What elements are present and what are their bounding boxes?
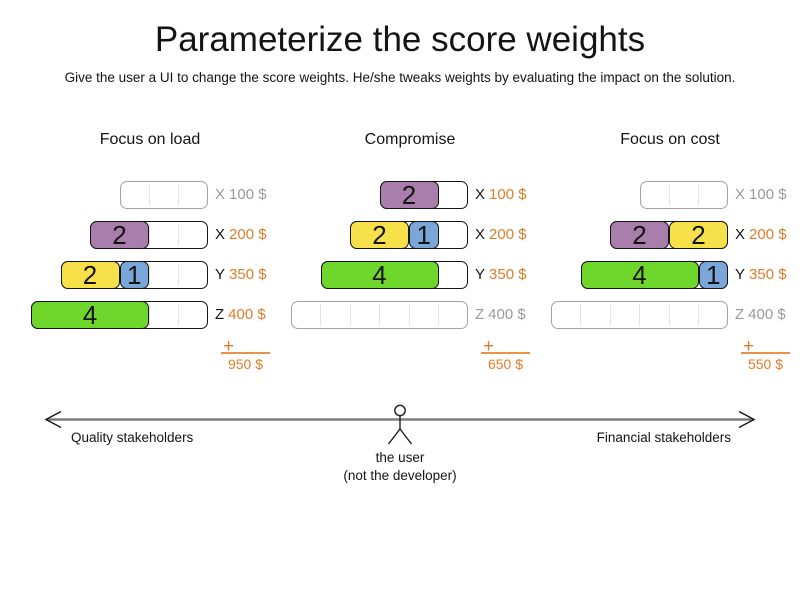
- row-label-letter: X: [475, 186, 486, 203]
- unit-gridline: [408, 304, 410, 326]
- row-label-letter: X: [475, 226, 486, 243]
- row-label-letter: Y: [475, 266, 486, 283]
- weight-segment: 2: [669, 221, 728, 249]
- unit-gridline: [320, 304, 321, 326]
- unit-gridline: [349, 304, 351, 326]
- unit-gridline: [148, 184, 150, 206]
- row-label-price: 350 $: [749, 266, 787, 283]
- column-title: Compromise: [364, 131, 456, 148]
- row-label-price: 200 $: [489, 226, 527, 243]
- unit-gridline: [178, 184, 179, 206]
- unit-gridline: [698, 304, 699, 326]
- sum-line: [221, 352, 270, 354]
- sum-line: [741, 352, 790, 354]
- row-label-letter: X: [215, 186, 226, 203]
- user-actor-icon: [387, 404, 413, 445]
- unit-gridline: [148, 264, 150, 286]
- unit-gridline: [668, 304, 670, 326]
- weight-segment: 4: [31, 301, 149, 329]
- weight-segment: 2: [60, 261, 120, 289]
- unit-gridline: [668, 184, 670, 206]
- unit-gridline: [148, 224, 150, 246]
- row-label-letter: Z: [735, 306, 745, 323]
- quality-stakeholders-label: Quality stakeholders: [71, 430, 194, 445]
- sum-total: 650 $: [487, 356, 524, 372]
- row-label-price: 200 $: [749, 226, 787, 243]
- sum-total: 950 $: [227, 356, 264, 372]
- sum-total: 550 $: [747, 356, 784, 372]
- row-label-letter: Y: [215, 266, 226, 283]
- weight-bar: [551, 301, 728, 329]
- unit-gridline: [438, 184, 439, 206]
- row-label-letter: Y: [735, 266, 746, 283]
- stakeholder-axis: [44, 404, 756, 445]
- unit-gridline: [698, 184, 699, 206]
- plus-sign: +: [483, 336, 495, 357]
- user-label-line1: the user: [375, 450, 425, 465]
- weight-bar: [119, 181, 208, 209]
- weight-segment: 1: [119, 261, 149, 289]
- weight-segment: 2: [90, 221, 149, 249]
- subtitle: Give the user a UI to change the score w…: [64, 70, 736, 85]
- weight-bar: [291, 301, 468, 329]
- weight-segment: 2: [379, 181, 439, 209]
- row-label-letter: X: [735, 226, 746, 243]
- column-title: Focus on load: [99, 131, 201, 148]
- unit-gridline: [580, 304, 581, 326]
- row-label-price: 350 $: [229, 266, 267, 283]
- user-label-line2: (not the developer): [343, 468, 457, 483]
- unit-gridline: [178, 304, 179, 326]
- unit-gridline: [438, 304, 439, 326]
- row-label-letter: Z: [215, 306, 225, 323]
- plus-sign: +: [743, 336, 755, 357]
- unit-gridline: [609, 304, 611, 326]
- plus-sign: +: [223, 336, 235, 357]
- unit-gridline: [379, 304, 380, 326]
- weight-segment: 1: [698, 261, 728, 289]
- unit-gridline: [438, 264, 439, 286]
- right-arrowhead-icon: [738, 410, 756, 429]
- unit-gridline: [178, 224, 179, 246]
- left-arrowhead-icon: [44, 410, 62, 429]
- row-label-price: 100 $: [489, 186, 527, 203]
- row-label-price: 100 $: [749, 186, 787, 203]
- row-label-price: 100 $: [229, 186, 267, 203]
- weight-segment: 2: [350, 221, 409, 249]
- row-label-price: 350 $: [489, 266, 527, 283]
- row-label-letter: X: [215, 226, 226, 243]
- weight-segment: 1: [409, 221, 439, 249]
- row-label-price: 400 $: [228, 306, 266, 323]
- row-label-letter: Z: [475, 306, 485, 323]
- unit-gridline: [148, 304, 150, 326]
- unit-gridline: [438, 224, 439, 246]
- weight-segment: 2: [610, 221, 669, 249]
- sum-line: [481, 352, 530, 354]
- row-label-price: 200 $: [229, 226, 267, 243]
- unit-gridline: [178, 264, 179, 286]
- page-title: Parameterize the score weights: [154, 20, 646, 59]
- weight-bar: [639, 181, 728, 209]
- weight-segment: 4: [580, 261, 699, 289]
- row-label-price: 400 $: [488, 306, 526, 323]
- weight-segment: 4: [320, 261, 439, 289]
- column-title: Focus on cost: [620, 131, 720, 148]
- unit-gridline: [639, 304, 640, 326]
- row-label-letter: X: [735, 186, 746, 203]
- row-label-price: 400 $: [748, 306, 786, 323]
- financial-stakeholders-label: Financial stakeholders: [596, 430, 731, 445]
